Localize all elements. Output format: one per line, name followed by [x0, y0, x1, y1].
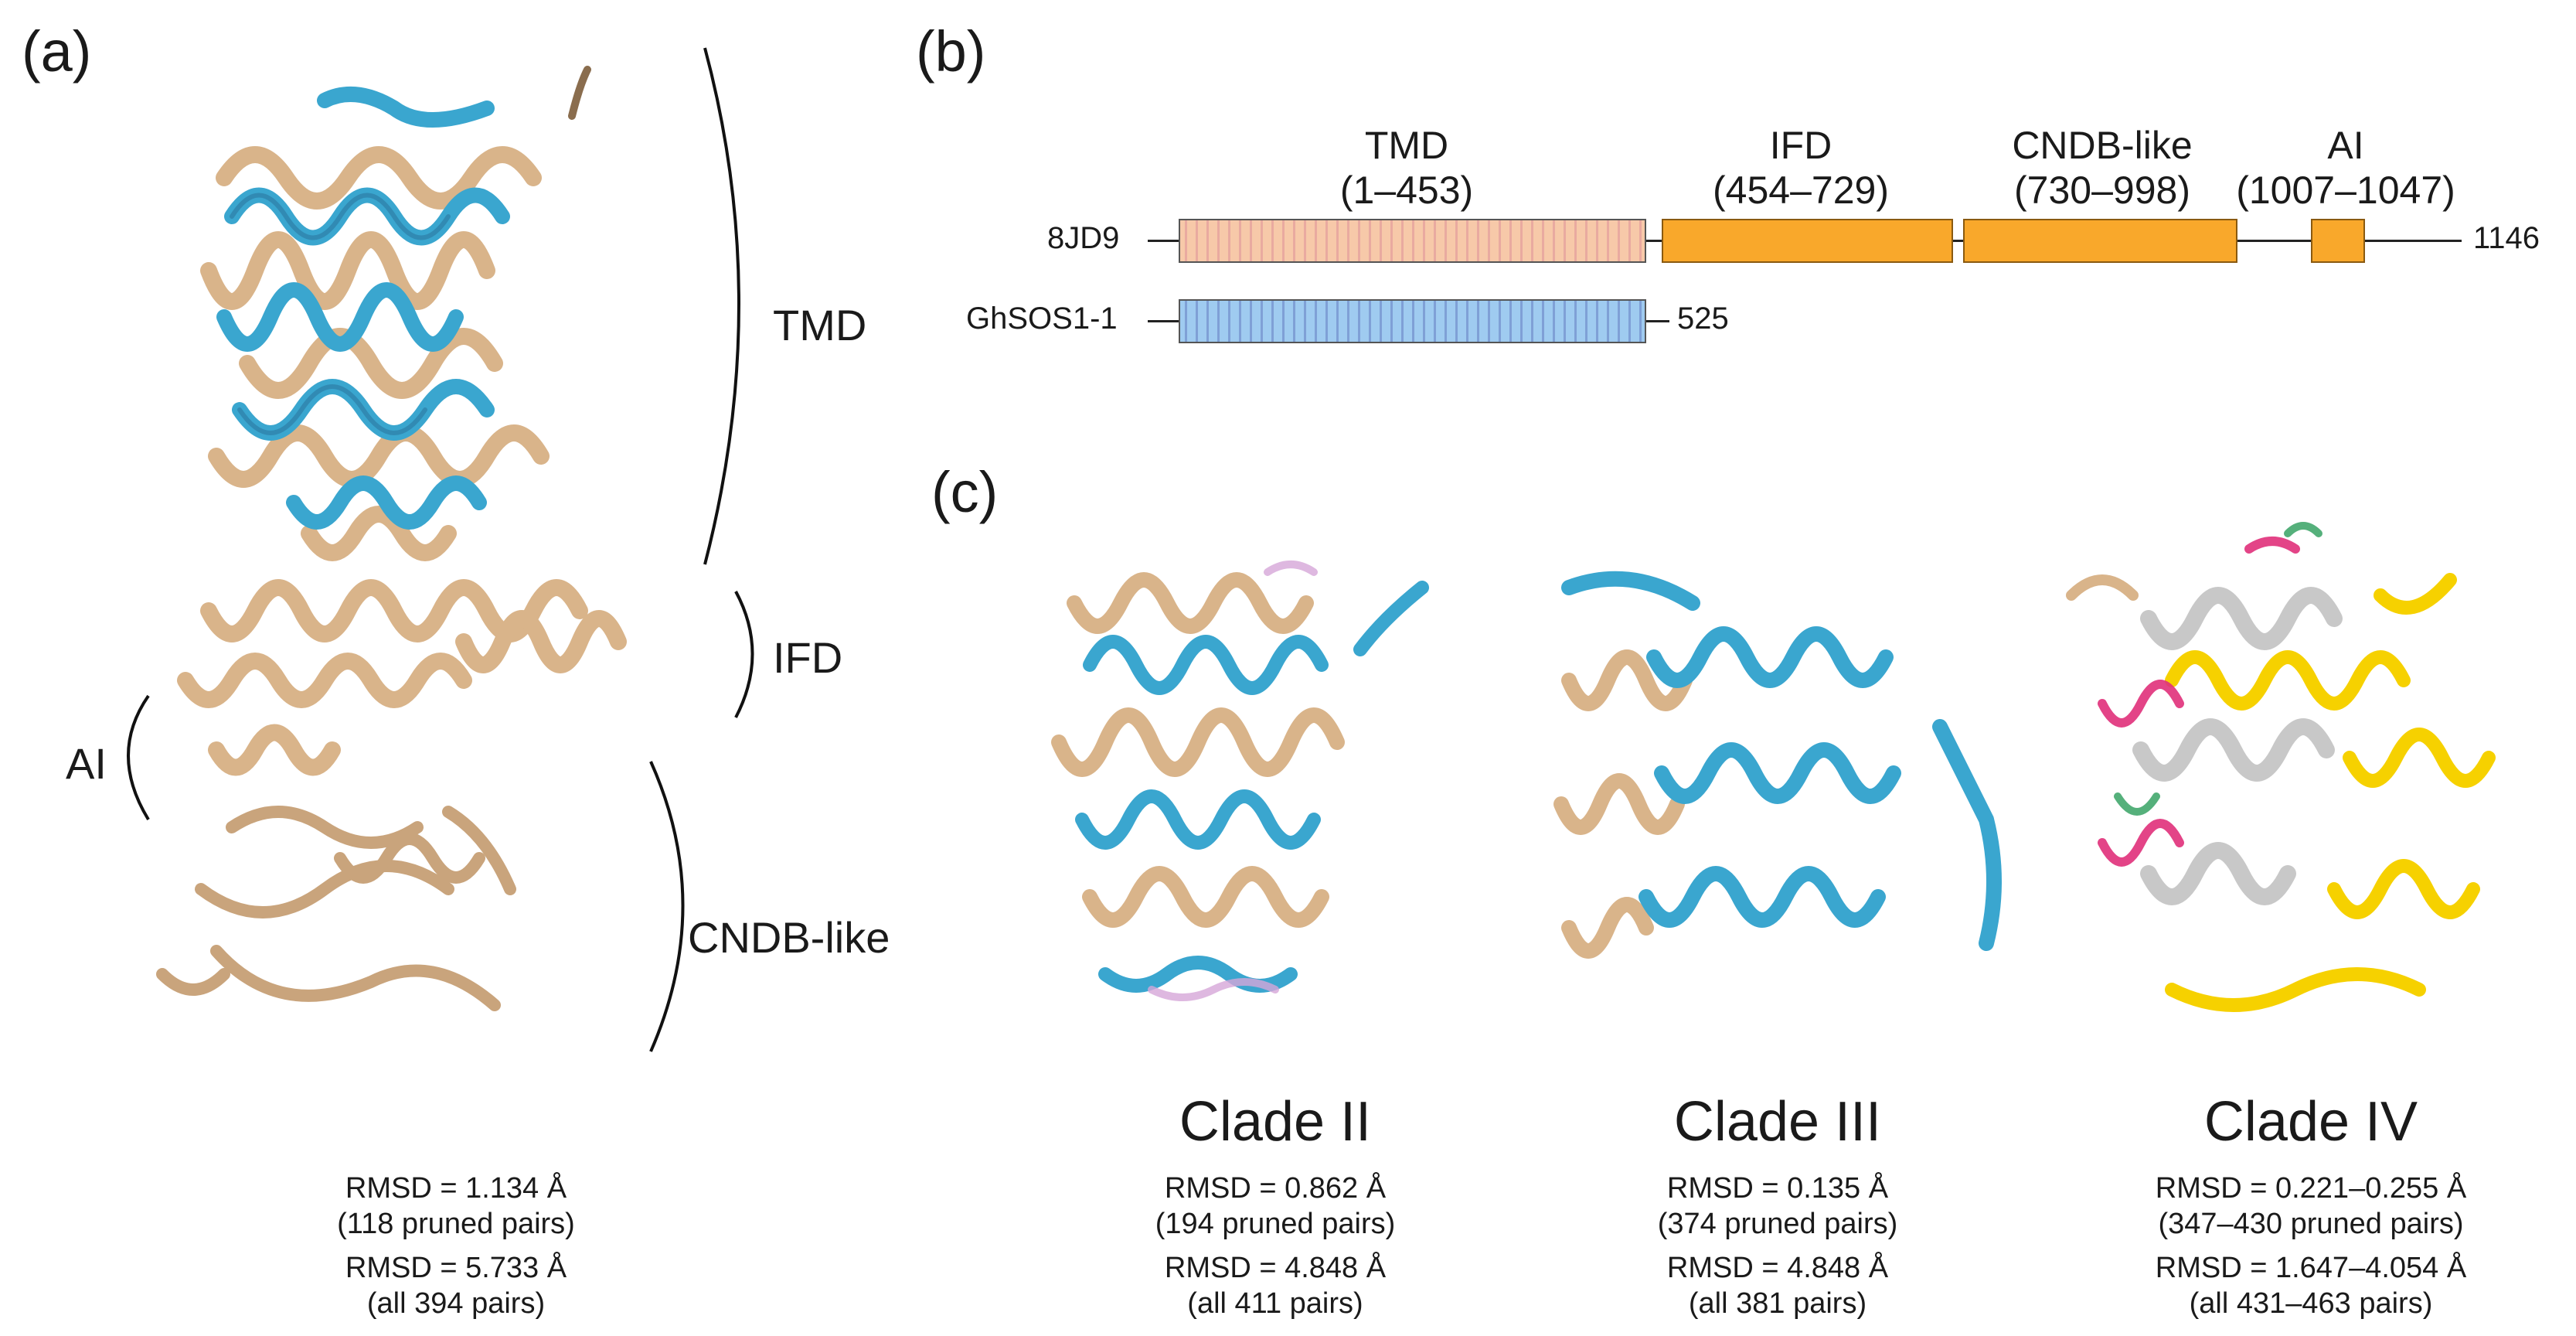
domain-box-cndb [1963, 219, 2237, 263]
domain-ai-label: AI(1007–1047) [2236, 124, 2455, 212]
bracket-cndb [649, 761, 685, 1052]
rmsd-block-clade-iii: RMSD = 0.135 Å (374 pruned pairs) RMSD =… [1507, 1171, 2048, 1321]
rmsd-pruned-pairs: (374 pruned pairs) [1657, 1207, 1898, 1240]
seq-length-ghsos1: 525 [1677, 302, 1729, 336]
rmsd-all-pairs: (all 411 pairs) [1187, 1287, 1363, 1320]
clade-iv-title: Clade IV [2203, 1091, 2418, 1153]
domain-tmd-label: TMD(1–453) [1339, 124, 1474, 212]
cndb-structure [156, 806, 516, 1011]
domain-box-tmd [1179, 219, 1646, 263]
rmsd-pruned-pairs: (118 pruned pairs) [337, 1207, 575, 1240]
structure-8jd9-overlay [156, 66, 627, 1011]
domain-cndb-label: CNDB-like(730–998) [2012, 124, 2193, 212]
seq-length-8jd9: 1146 [2473, 221, 2540, 255]
rmsd-block-clade-ii: RMSD = 0.862 Å (194 pruned pairs) RMSD =… [1005, 1171, 1546, 1321]
panel-label-a: (a) [22, 19, 92, 84]
clade-ii-title: Clade II [1179, 1091, 1372, 1153]
seq-name-ghsos1: GhSOS1-1 [966, 302, 1118, 336]
rmsd-all: RMSD = 1.647–4.054 Å [2155, 1252, 2467, 1285]
bracket-ai [127, 694, 150, 821]
rmsd-pruned: RMSD = 0.862 Å [1164, 1172, 1387, 1205]
panel-label-b: (b) [916, 19, 986, 84]
structure-clade-iv [2066, 522, 2496, 1012]
ifd-structure [177, 579, 627, 776]
tmd-overlay [200, 66, 591, 561]
label-ai: AI [66, 739, 107, 788]
rmsd-all: RMSD = 4.848 Å [1666, 1252, 1889, 1285]
rmsd-all-pairs: (all 394 pairs) [366, 1287, 546, 1320]
domain-ifd-label: IFD(454–729) [1713, 124, 1889, 212]
rmsd-block-clade-iv: RMSD = 0.221–0.255 Å (347–430 pruned pai… [2040, 1171, 2576, 1321]
structure-clade-ii [1051, 561, 1429, 1001]
bracket-ifd [734, 591, 754, 718]
rmsd-block-a: RMSD = 1.134 Å (118 pruned pairs) RMSD =… [185, 1171, 727, 1321]
bracket-tmd [703, 47, 740, 565]
rmsd-all-pairs: (all 431–463 pairs) [2189, 1287, 2433, 1320]
domain-box-ifd [1662, 219, 1953, 263]
label-tmd: TMD [773, 301, 867, 349]
domain-box-ghsos1-tmd [1179, 299, 1646, 343]
rmsd-all: RMSD = 4.848 Å [1164, 1252, 1387, 1285]
rmsd-pruned: RMSD = 0.221–0.255 Å [2155, 1172, 2467, 1205]
seq-name-8jd9: 8JD9 [1047, 221, 1120, 255]
label-ifd: IFD [773, 633, 843, 682]
rmsd-pruned: RMSD = 1.134 Å [345, 1172, 567, 1205]
clade-iii-title: Clade III [1673, 1091, 1882, 1153]
rmsd-pruned: RMSD = 0.135 Å [1666, 1172, 1889, 1205]
label-cndb: CNDB-like [688, 913, 890, 962]
rmsd-pruned-pairs: (347–430 pruned pairs) [2158, 1207, 2464, 1240]
structure-clade-iii [1553, 571, 2002, 959]
domain-box-ai [2311, 219, 2365, 263]
panel-label-c: (c) [931, 460, 999, 524]
bracket-lines-a [127, 47, 754, 1052]
rmsd-pruned-pairs: (194 pruned pairs) [1155, 1207, 1396, 1240]
rmsd-all-pairs: (all 381 pairs) [1688, 1287, 1867, 1320]
rmsd-all: RMSD = 5.733 Å [345, 1252, 567, 1285]
